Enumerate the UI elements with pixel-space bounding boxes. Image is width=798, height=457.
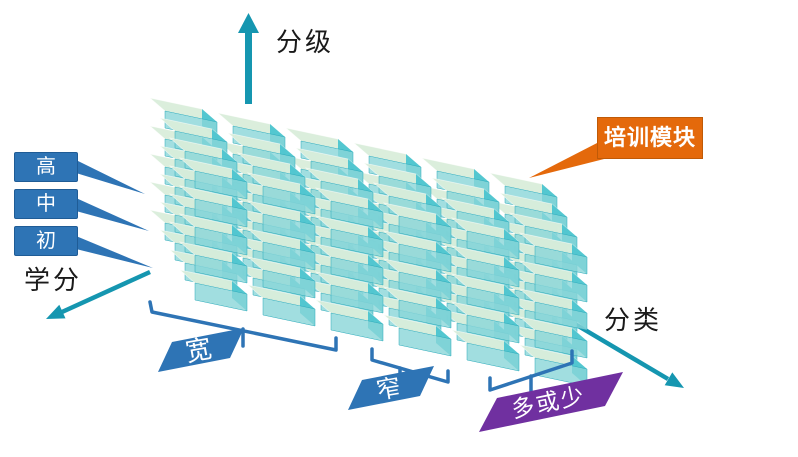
cube-face bbox=[534, 301, 588, 331]
cube-face bbox=[466, 258, 520, 288]
cube-face bbox=[466, 286, 520, 316]
cube-face bbox=[330, 284, 384, 314]
level-label-beginner: 初 bbox=[14, 226, 78, 256]
credits-axis-shaft bbox=[61, 269, 151, 315]
cube-face bbox=[398, 299, 452, 329]
narrow-label: 窄 bbox=[375, 374, 403, 405]
annotations: 宽 窄 多或少 bbox=[76, 142, 623, 432]
level-high-pointer bbox=[76, 160, 145, 194]
cube-face bbox=[330, 312, 384, 342]
cube-face bbox=[262, 213, 316, 243]
cube-face bbox=[398, 215, 452, 245]
cube-face bbox=[534, 245, 588, 275]
cube-face bbox=[534, 329, 588, 359]
wide-label: 宽 bbox=[183, 334, 214, 367]
narrow-label-tile bbox=[348, 366, 434, 410]
grading-axis-label: 分级 bbox=[276, 28, 335, 57]
category-axis-arrowhead bbox=[664, 372, 684, 388]
level-beginner-pointer bbox=[76, 236, 153, 268]
cube-face bbox=[262, 297, 316, 327]
cube-face bbox=[194, 226, 248, 256]
level-label-middle: 中 bbox=[14, 189, 78, 219]
cube-face bbox=[466, 314, 520, 344]
cube-face bbox=[330, 228, 384, 258]
training-module-pointer bbox=[529, 142, 616, 178]
cube-face bbox=[398, 243, 452, 273]
cube-face bbox=[330, 256, 384, 286]
cube-face bbox=[262, 241, 316, 271]
cube-face bbox=[262, 269, 316, 299]
credits-axis-arrowhead bbox=[46, 304, 66, 319]
training-module-callout: 培训模块 bbox=[597, 117, 703, 159]
cube-face bbox=[194, 170, 248, 200]
cube-face bbox=[398, 327, 452, 357]
cube-face bbox=[330, 200, 384, 230]
module-cube-stack bbox=[148, 97, 589, 387]
wide-label-tile bbox=[158, 328, 244, 372]
credits-axis-label: 学分 bbox=[24, 266, 83, 295]
cube-face bbox=[194, 282, 248, 312]
amount-label-tile bbox=[479, 372, 623, 432]
cube-face bbox=[466, 230, 520, 260]
grading-axis-shaft bbox=[245, 30, 252, 104]
grading-axis-arrowhead bbox=[238, 13, 259, 33]
cube-face bbox=[398, 271, 452, 301]
level-label-high: 高 bbox=[14, 152, 78, 182]
category-axis-label: 分类 bbox=[604, 306, 663, 335]
cube-face bbox=[194, 254, 248, 284]
cube-face bbox=[466, 342, 520, 372]
cube-face bbox=[534, 273, 588, 303]
cube-face bbox=[262, 185, 316, 215]
level-middle-pointer bbox=[76, 198, 149, 231]
cube-face bbox=[194, 198, 248, 228]
